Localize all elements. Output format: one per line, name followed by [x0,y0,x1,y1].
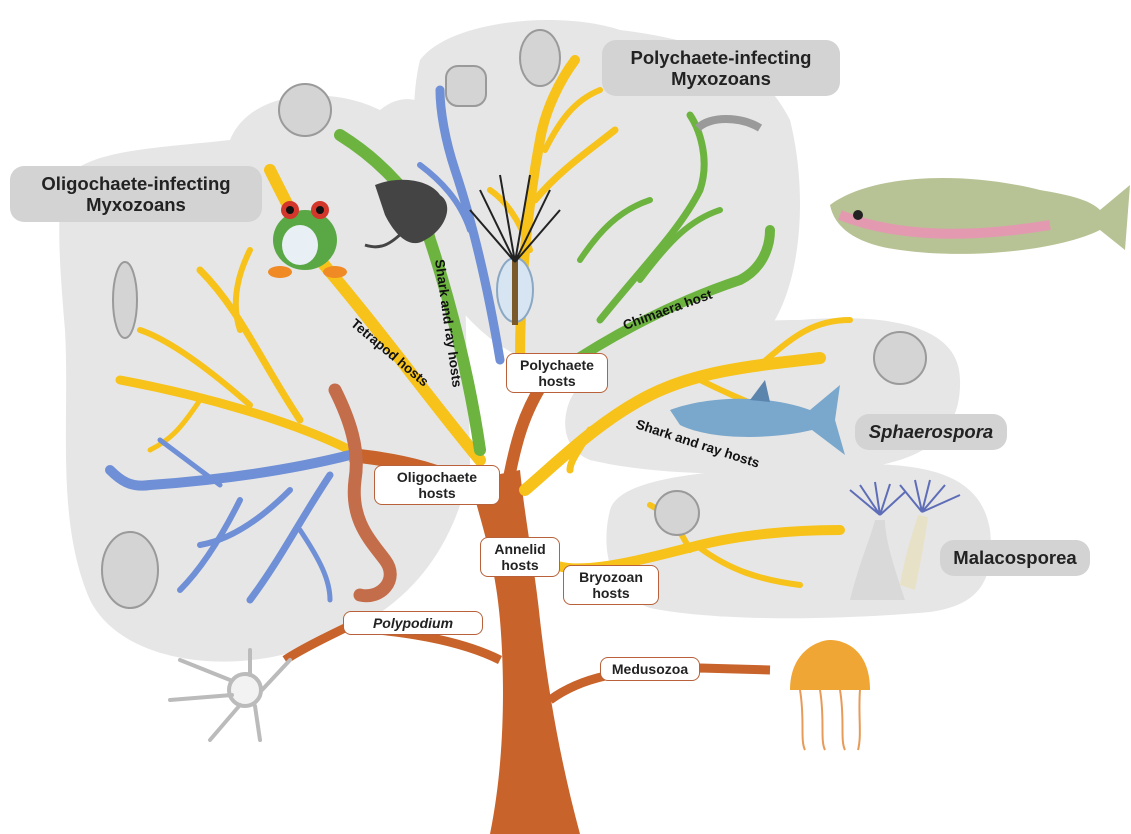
group-label-polychaete: Polychaete-infecting Myxozoans [602,40,840,96]
group-label-polychaete-line2: Myxozoans [631,68,812,89]
group-label-malacosporea: Malacosporea [940,540,1090,576]
node-label-polypodium: Polypodium [343,611,483,635]
group-label-oligochaete: Oligochaete-infecting Myxozoans [10,166,262,222]
group-label-sphaerospora: Sphaerospora [855,414,1007,450]
node-label-oligochaete-hosts-line2: hosts [397,485,477,501]
node-label-medusozoa: Medusozoa [600,657,700,681]
node-label-annelid-hosts-line1: Annelid [494,541,545,557]
malacosporea-clade-blob [606,464,991,618]
node-label-oligochaete-hosts-line1: Oligochaete [397,469,477,485]
node-label-bryozoan-hosts: Bryozoan hosts [563,565,659,605]
node-label-bryozoan-hosts-line2: hosts [579,585,643,601]
group-label-oligochaete-line1: Oligochaete-infecting [41,173,230,194]
trout-icon [830,178,1130,254]
group-label-oligochaete-line2: Myxozoans [41,194,230,215]
node-label-bryozoan-hosts-line1: Bryozoan [579,569,643,585]
node-label-annelid-hosts-line2: hosts [494,557,545,573]
node-label-annelid-hosts: Annelid hosts [480,537,560,577]
group-label-polychaete-line1: Polychaete-infecting [631,47,812,68]
node-label-oligochaete-hosts: Oligochaete hosts [374,465,500,505]
polypodium-icon [170,650,290,740]
node-label-polychaete-hosts-line2: hosts [520,373,594,389]
node-label-polychaete-hosts: Polychaete hosts [506,353,608,393]
node-label-polychaete-hosts-line1: Polychaete [520,357,594,373]
jellyfish-icon [790,640,870,750]
